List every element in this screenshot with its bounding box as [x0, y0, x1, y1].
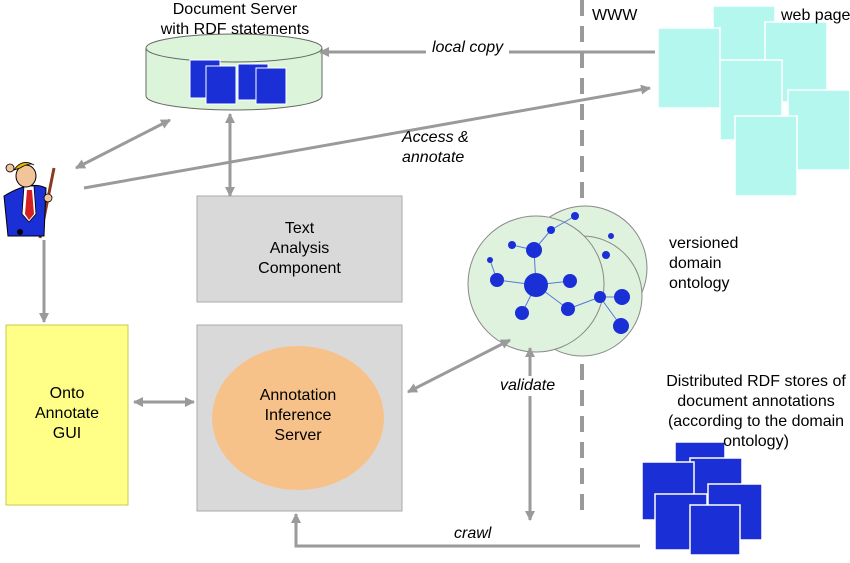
www-label: WWW [592, 7, 638, 24]
onto-annotate-label: Onto Annotate GUI [34, 385, 100, 442]
document-server-label: Document Server with RDF statements [160, 1, 310, 38]
text-analysis-box [196, 195, 403, 303]
validate-label: validate [496, 376, 560, 396]
arrow-user-docserver [75, 118, 171, 170]
annotation-server-label: Annotation Inference Server [259, 387, 337, 444]
versioned-ontology-label: versioned domain ontology [669, 235, 739, 292]
ontology-graph-icon [467, 205, 648, 357]
arrow-access-annotate [83, 84, 651, 190]
user-with-stick-icon [3, 162, 56, 239]
annotation-server-ellipse [212, 346, 384, 490]
distributed-rdf-label: Distributed RDF stores of document annot… [666, 373, 846, 450]
web-pages-icon [657, 5, 850, 197]
web-pages-label: web pages [781, 7, 850, 24]
access-annotate-label: Access & annotate [402, 129, 469, 166]
crawl-label: crawl [448, 524, 498, 544]
database-cylinder-icon [145, 33, 323, 111]
local-copy-label: local copy [426, 38, 510, 58]
text-analysis-label: Text Analysis Component [258, 220, 341, 277]
onto-annotate-box [5, 324, 129, 506]
document-stack-icon [641, 441, 763, 556]
arrow-crawl [291, 513, 640, 548]
arrow-server-ontology [407, 338, 511, 394]
